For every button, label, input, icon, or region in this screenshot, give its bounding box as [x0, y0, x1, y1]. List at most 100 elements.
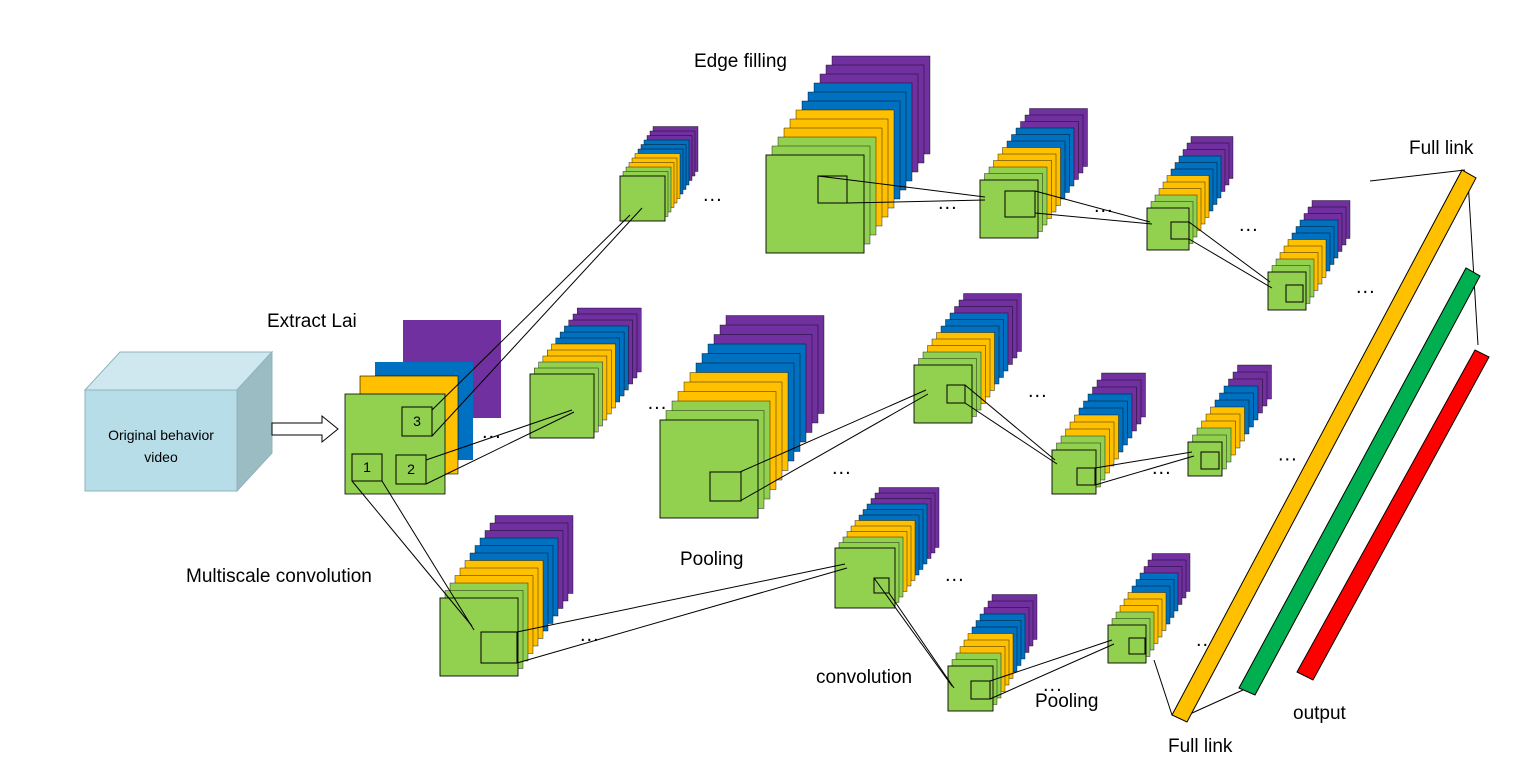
connector-line: [989, 639, 1113, 682]
connector-line: [425, 409, 573, 461]
connector-line: [1188, 221, 1271, 283]
connector-line: [1034, 212, 1153, 225]
label-pooling-bottom: Pooling: [1035, 691, 1098, 712]
connector-line: [888, 592, 955, 689]
stack-branch3-conv3: ...: [947, 594, 1063, 712]
label-full-link-bottom: Full link: [1168, 736, 1233, 757]
stack-branch2-pool2: ...: [1187, 364, 1298, 477]
connector-line: [381, 480, 475, 631]
stack-ellipsis: ...: [1239, 214, 1259, 236]
stack-ellipsis: ...: [945, 564, 965, 586]
kernel-window: [1076, 467, 1096, 486]
stack-branch3-conv1: ...: [439, 515, 599, 677]
kernel-window: [970, 680, 991, 700]
kernel-window: [946, 384, 966, 404]
label-convolution: convolution: [816, 667, 912, 688]
kernel-3-box: [401, 406, 433, 437]
stack-branch1-conv1: ...: [619, 126, 723, 222]
connector-lines: [351, 169, 1479, 719]
stack-branch1-pool2: ...: [1267, 200, 1375, 311]
kernel-window: [709, 471, 742, 502]
feature-map-layer: [979, 179, 1039, 239]
label-full-link-top: Full link: [1409, 138, 1474, 159]
stack-ellipsis: ...: [938, 192, 958, 214]
kernel-window: [1128, 637, 1146, 655]
connector-line: [431, 207, 643, 437]
stack-branch2-pool: ...: [659, 315, 852, 519]
input-arrow: [271, 414, 339, 444]
stack-edge-filling: ...: [765, 55, 958, 254]
feature-map-layer: [765, 154, 865, 254]
stack-branch2-conv1: ...: [529, 307, 668, 439]
connector-line: [516, 563, 846, 633]
label-multiscale-convolution: Multiscale convolution: [186, 566, 372, 587]
feature-map-layer: [439, 597, 519, 677]
input-box-label-line2: video: [144, 449, 178, 465]
feature-map-layer: [659, 419, 759, 519]
kernel-window: [1170, 221, 1190, 240]
feature-map-layer: [1107, 624, 1147, 664]
input-video-box: Original behavior video: [83, 350, 274, 493]
kernel-window: [1285, 284, 1304, 303]
stack-ellipsis: ...: [1278, 444, 1298, 466]
kernel-2-label: 2: [407, 461, 415, 477]
full-link-bar-gold: [1171, 169, 1477, 723]
feature-map-layer: [529, 373, 595, 439]
connector-line: [989, 643, 1115, 700]
stack-ellipsis: ...: [648, 392, 668, 414]
label-output: output: [1293, 703, 1347, 724]
kernel-3-label: 3: [413, 413, 421, 429]
connector-line: [425, 411, 575, 485]
stack-ellipsis: ...: [1028, 380, 1048, 402]
feature-map-layer: [913, 364, 973, 424]
connector-line: [873, 577, 953, 687]
connector-line: [1034, 190, 1151, 223]
input-box-label-line1: Original behavior: [108, 427, 214, 443]
label-pooling-mid: Pooling: [680, 549, 743, 570]
connector-line: [817, 175, 986, 198]
feature-map-layer: [1051, 449, 1097, 495]
stack-branch3-pool: ...: [1107, 553, 1215, 664]
kernel-1-label: 1: [363, 459, 371, 475]
connector-line: [351, 480, 473, 627]
label-edge-filling: Edge filling: [694, 51, 787, 72]
connector-line: [1094, 455, 1195, 486]
connector-line: [1094, 451, 1193, 469]
output-bar-green: [1238, 267, 1481, 696]
kernel-window: [1200, 451, 1220, 470]
connector-line: [1188, 238, 1273, 289]
kernel-window: [1004, 190, 1036, 218]
feature-map-layer: [1267, 271, 1307, 311]
connector-line: [964, 384, 1056, 461]
stack-ellipsis: ...: [832, 457, 852, 479]
connector-line: [1467, 179, 1479, 346]
kernel-window: [817, 175, 848, 204]
stack-ellipsis: ...: [1152, 457, 1172, 479]
connector-line: [739, 393, 929, 502]
connector-line: [1369, 169, 1466, 182]
kernel-1-box: [351, 453, 383, 482]
stack-branch3-conv2: ...: [834, 487, 965, 609]
input-box-face: [84, 389, 238, 492]
stack-ellipsis: ...: [1043, 674, 1063, 696]
stack-branch2-conv3: ...: [1051, 372, 1172, 495]
feature-map-stacks: ........................................…: [439, 55, 1375, 712]
connector-line: [846, 199, 986, 204]
label-extract-lai: Extract Lai: [267, 311, 357, 332]
stack-branch1-pool1: ...: [1146, 136, 1259, 251]
stack-ellipsis: ...: [703, 184, 723, 206]
kernel-window: [873, 577, 890, 594]
feature-map-layer: [1187, 441, 1223, 477]
connector-line: [1153, 659, 1173, 716]
connector-line: [739, 389, 927, 473]
stack-branch1-conv2: ...: [979, 108, 1114, 239]
feature-map-layer: [619, 175, 666, 222]
connector-line: [964, 402, 1058, 465]
extract-ellipsis: ...: [482, 421, 502, 443]
feature-map-layer: [1146, 207, 1190, 251]
stack-branch2-conv2: ...: [913, 293, 1048, 424]
connector-line: [516, 567, 848, 664]
stack-ellipsis: ...: [1094, 195, 1114, 217]
extract-layer-green: [344, 393, 446, 495]
